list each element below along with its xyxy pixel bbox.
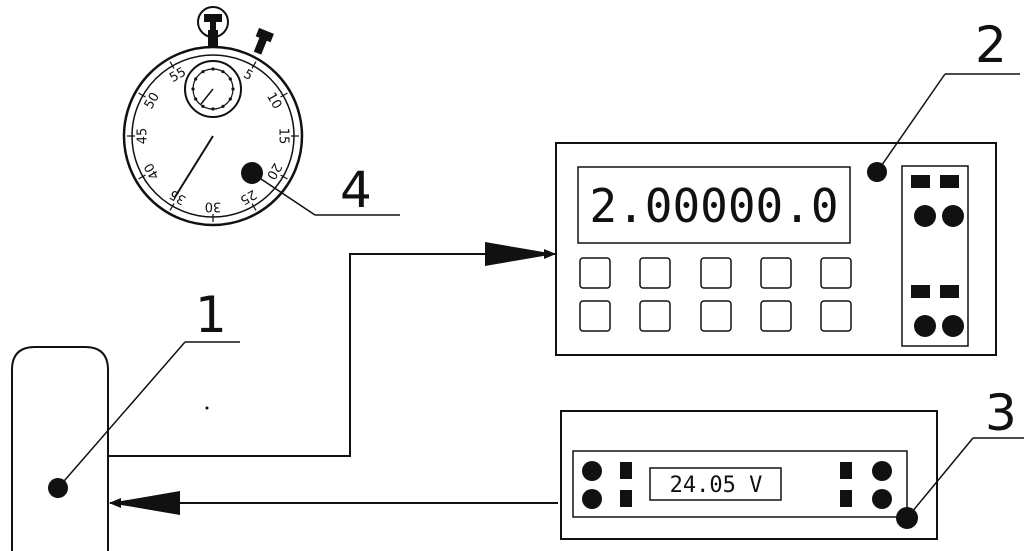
counter-key[interactable] <box>700 257 732 289</box>
counter-jack[interactable] <box>914 315 936 337</box>
dial-scale-label: 55 <box>167 65 189 86</box>
counter-key[interactable] <box>760 300 792 332</box>
dial-scale-label: 40 <box>142 160 163 182</box>
frequency-counter: 2.00000.0 2 <box>555 16 1020 356</box>
dial-scale-label: 45 <box>136 128 151 145</box>
subdial-tick <box>231 87 235 91</box>
signal-line-generator-to-counter <box>108 249 556 457</box>
stopwatch-second-hand <box>174 135 214 198</box>
dial-tick <box>169 203 175 211</box>
generator-body <box>11 346 109 551</box>
subdial-tick <box>228 77 232 81</box>
callout-4-leader <box>251 172 316 216</box>
dial-tick <box>251 203 257 211</box>
generator-device: 1 <box>11 286 240 551</box>
counter-display-value: 2.00000.0 <box>589 179 838 233</box>
stopwatch-stem <box>208 30 218 50</box>
dial-scale-label: 35 <box>167 186 189 207</box>
counter-indicator <box>940 285 959 298</box>
signal-arrow-head <box>485 242 555 266</box>
dial-tick <box>280 174 288 180</box>
dial-scale-label: 50 <box>142 90 163 112</box>
dial-scale-label: 15 <box>276 128 291 145</box>
counter-indicator <box>911 285 930 298</box>
counter-keypad <box>579 257 852 332</box>
callout-2-label: 2 <box>975 16 1007 74</box>
counter-key[interactable] <box>579 300 611 332</box>
supply-display-value: 24.05 V <box>670 473 763 498</box>
stopwatch-pusher[interactable] <box>250 27 274 56</box>
subdial-tick <box>211 67 215 71</box>
subdial-tick <box>228 97 232 101</box>
counter-key[interactable] <box>760 257 792 289</box>
subdial-tick <box>201 104 205 108</box>
counter-key[interactable] <box>820 257 852 289</box>
counter-jack[interactable] <box>942 205 964 227</box>
dial-tick <box>138 92 146 98</box>
supply-indicator <box>840 490 852 507</box>
counter-key[interactable] <box>639 300 671 332</box>
supply-jack[interactable] <box>582 461 602 481</box>
supply-jack[interactable] <box>872 461 892 481</box>
callout-2-leader <box>876 73 946 173</box>
stopwatch-ticks <box>127 61 299 222</box>
counter-indicator <box>911 175 930 188</box>
callout-4-label: 4 <box>340 161 372 219</box>
counter-jack[interactable] <box>914 205 936 227</box>
supply-indicator <box>840 462 852 479</box>
subdial-tick <box>221 104 225 108</box>
supply-jack[interactable] <box>872 489 892 509</box>
counter-display <box>577 166 851 244</box>
callout-1-label: 1 <box>195 286 227 344</box>
subdial-tick <box>191 87 195 91</box>
subdial-tick <box>201 70 205 74</box>
subdial-tick <box>194 77 198 81</box>
stopwatch-subdial-ticks <box>191 67 235 111</box>
counter-key[interactable] <box>700 300 732 332</box>
supply-indicator <box>620 490 632 507</box>
subdial-tick <box>211 107 215 111</box>
counter-key[interactable] <box>639 257 671 289</box>
power-arrow-head <box>110 491 180 515</box>
callout-1-leader <box>57 341 186 489</box>
stopwatch-minute-hand <box>200 88 214 105</box>
dial-tick <box>169 61 175 69</box>
dial-scale-label: 25 <box>237 186 259 207</box>
dial-scale-label: 20 <box>263 160 284 182</box>
dial-tick <box>138 174 146 180</box>
counter-indicator <box>940 175 959 188</box>
callout-3-label: 3 <box>985 384 1017 442</box>
counter-jack[interactable] <box>942 315 964 337</box>
supply-jack[interactable] <box>582 489 602 509</box>
stray-dot <box>205 406 209 410</box>
dial-tick <box>280 92 288 98</box>
power-supply: 24.05 V 3 <box>560 384 1024 540</box>
supply-indicator <box>620 462 632 479</box>
stopwatch-crown[interactable] <box>204 14 222 30</box>
subdial-tick <box>194 97 198 101</box>
dial-tick <box>251 61 257 69</box>
dial-scale-label: 10 <box>263 90 284 112</box>
counter-key[interactable] <box>820 300 852 332</box>
callout-3-leader <box>906 437 974 519</box>
counter-key[interactable] <box>579 257 611 289</box>
dial-scale-label: 30 <box>205 199 222 214</box>
supply-display <box>649 467 782 501</box>
subdial-tick <box>221 70 225 74</box>
